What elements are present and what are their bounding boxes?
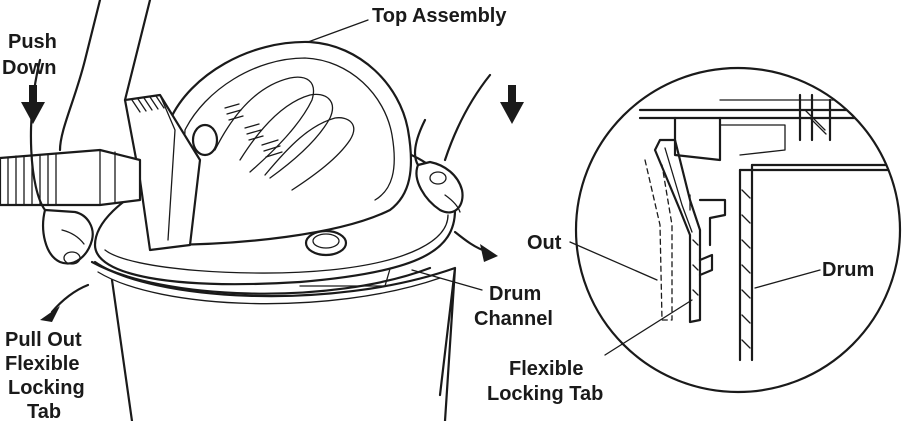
handle-grip xyxy=(131,95,165,113)
curved-arrow-icon xyxy=(40,283,90,322)
label-drum-channel-2: Channel xyxy=(474,308,553,330)
left-arm xyxy=(58,0,102,152)
label-pull-out-3: Locking xyxy=(8,377,85,399)
curved-arrow-icon xyxy=(453,230,498,262)
down-arrow-icon xyxy=(500,85,524,124)
label-pull-out-4: Tab xyxy=(27,401,61,421)
detail-circle xyxy=(569,66,902,394)
top-assembly-leader xyxy=(307,19,369,43)
hose xyxy=(0,148,142,207)
drum-body xyxy=(93,260,457,421)
right-arm xyxy=(443,73,492,162)
label-drum: Drum xyxy=(822,259,874,281)
top-assembly-dome xyxy=(158,40,413,247)
tab-out-position xyxy=(644,159,673,321)
vacuum-illustration xyxy=(0,0,524,421)
drum-channel-leader xyxy=(411,269,483,291)
label-flexible-tab-2: Locking Tab xyxy=(487,383,603,405)
label-drum-channel-1: Drum xyxy=(489,283,541,305)
out-leader xyxy=(569,241,658,281)
label-top-assembly: Top Assembly xyxy=(372,5,507,27)
label-flexible-tab-1: Flexible xyxy=(509,358,583,380)
vent-grille xyxy=(224,103,283,158)
down-arrow-icon xyxy=(21,85,45,124)
label-out: Out xyxy=(527,232,562,254)
label-pull-out-1: Pull Out xyxy=(5,329,82,351)
drum-leader xyxy=(754,269,821,289)
label-pull-out-2: Flexible xyxy=(5,353,79,375)
label-push-down-1: Push xyxy=(8,31,57,53)
flexible-tab-leader xyxy=(604,299,693,356)
label-push-down-2: Down xyxy=(2,57,56,79)
left-hand xyxy=(42,208,94,265)
